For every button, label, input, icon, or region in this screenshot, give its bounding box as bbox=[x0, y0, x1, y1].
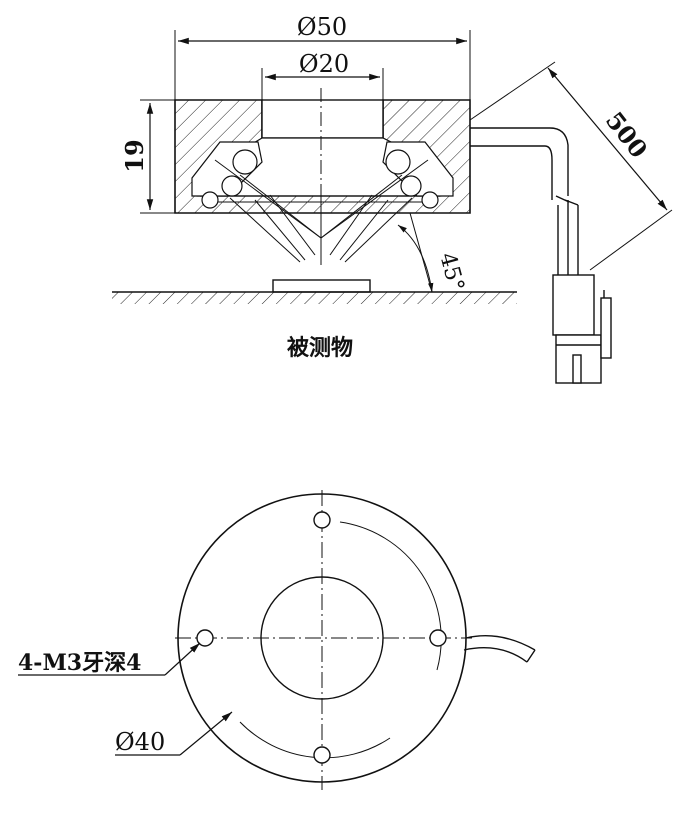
ground bbox=[112, 291, 517, 304]
outer-diameter-dimension: Ø50 bbox=[174, 13, 471, 100]
led-inserts bbox=[191, 141, 454, 209]
side-view: 45° Ø50 Ø20 19 bbox=[112, 13, 673, 384]
thread-callout: 4-M3牙深4 bbox=[18, 642, 201, 676]
inner-diameter-dimension: Ø20 bbox=[261, 50, 384, 100]
test-object bbox=[272, 279, 371, 293]
cable-length-label: 500 bbox=[600, 106, 654, 163]
hole-top bbox=[313, 511, 331, 529]
object-label: 被测物 bbox=[287, 335, 353, 361]
hole-left bbox=[196, 629, 214, 647]
top-view: 4-M3牙深4 Ø40 bbox=[18, 490, 536, 790]
height-label: 19 bbox=[120, 139, 149, 172]
light-rays bbox=[214, 159, 429, 265]
height-dimension: 19 bbox=[120, 99, 175, 214]
cable bbox=[470, 127, 579, 275]
cable-length-dimension: 500 bbox=[469, 61, 673, 271]
bolt-circle-arc-2 bbox=[239, 721, 391, 759]
angle-dimension: 45° bbox=[397, 212, 468, 294]
bolt-circle-callout: Ø40 bbox=[115, 711, 233, 756]
outer-diameter-label: Ø50 bbox=[297, 13, 347, 41]
mounting-holes bbox=[196, 511, 447, 764]
inner-diameter-label: Ø20 bbox=[299, 50, 349, 78]
angle-label: 45° bbox=[434, 250, 468, 294]
top-cable bbox=[463, 635, 536, 663]
hole-right bbox=[429, 629, 447, 647]
hole-bottom bbox=[313, 746, 331, 764]
connector bbox=[552, 274, 612, 384]
thread-callout-label: 4-M3牙深4 bbox=[18, 650, 141, 676]
bolt-circle-label: Ø40 bbox=[115, 728, 165, 756]
